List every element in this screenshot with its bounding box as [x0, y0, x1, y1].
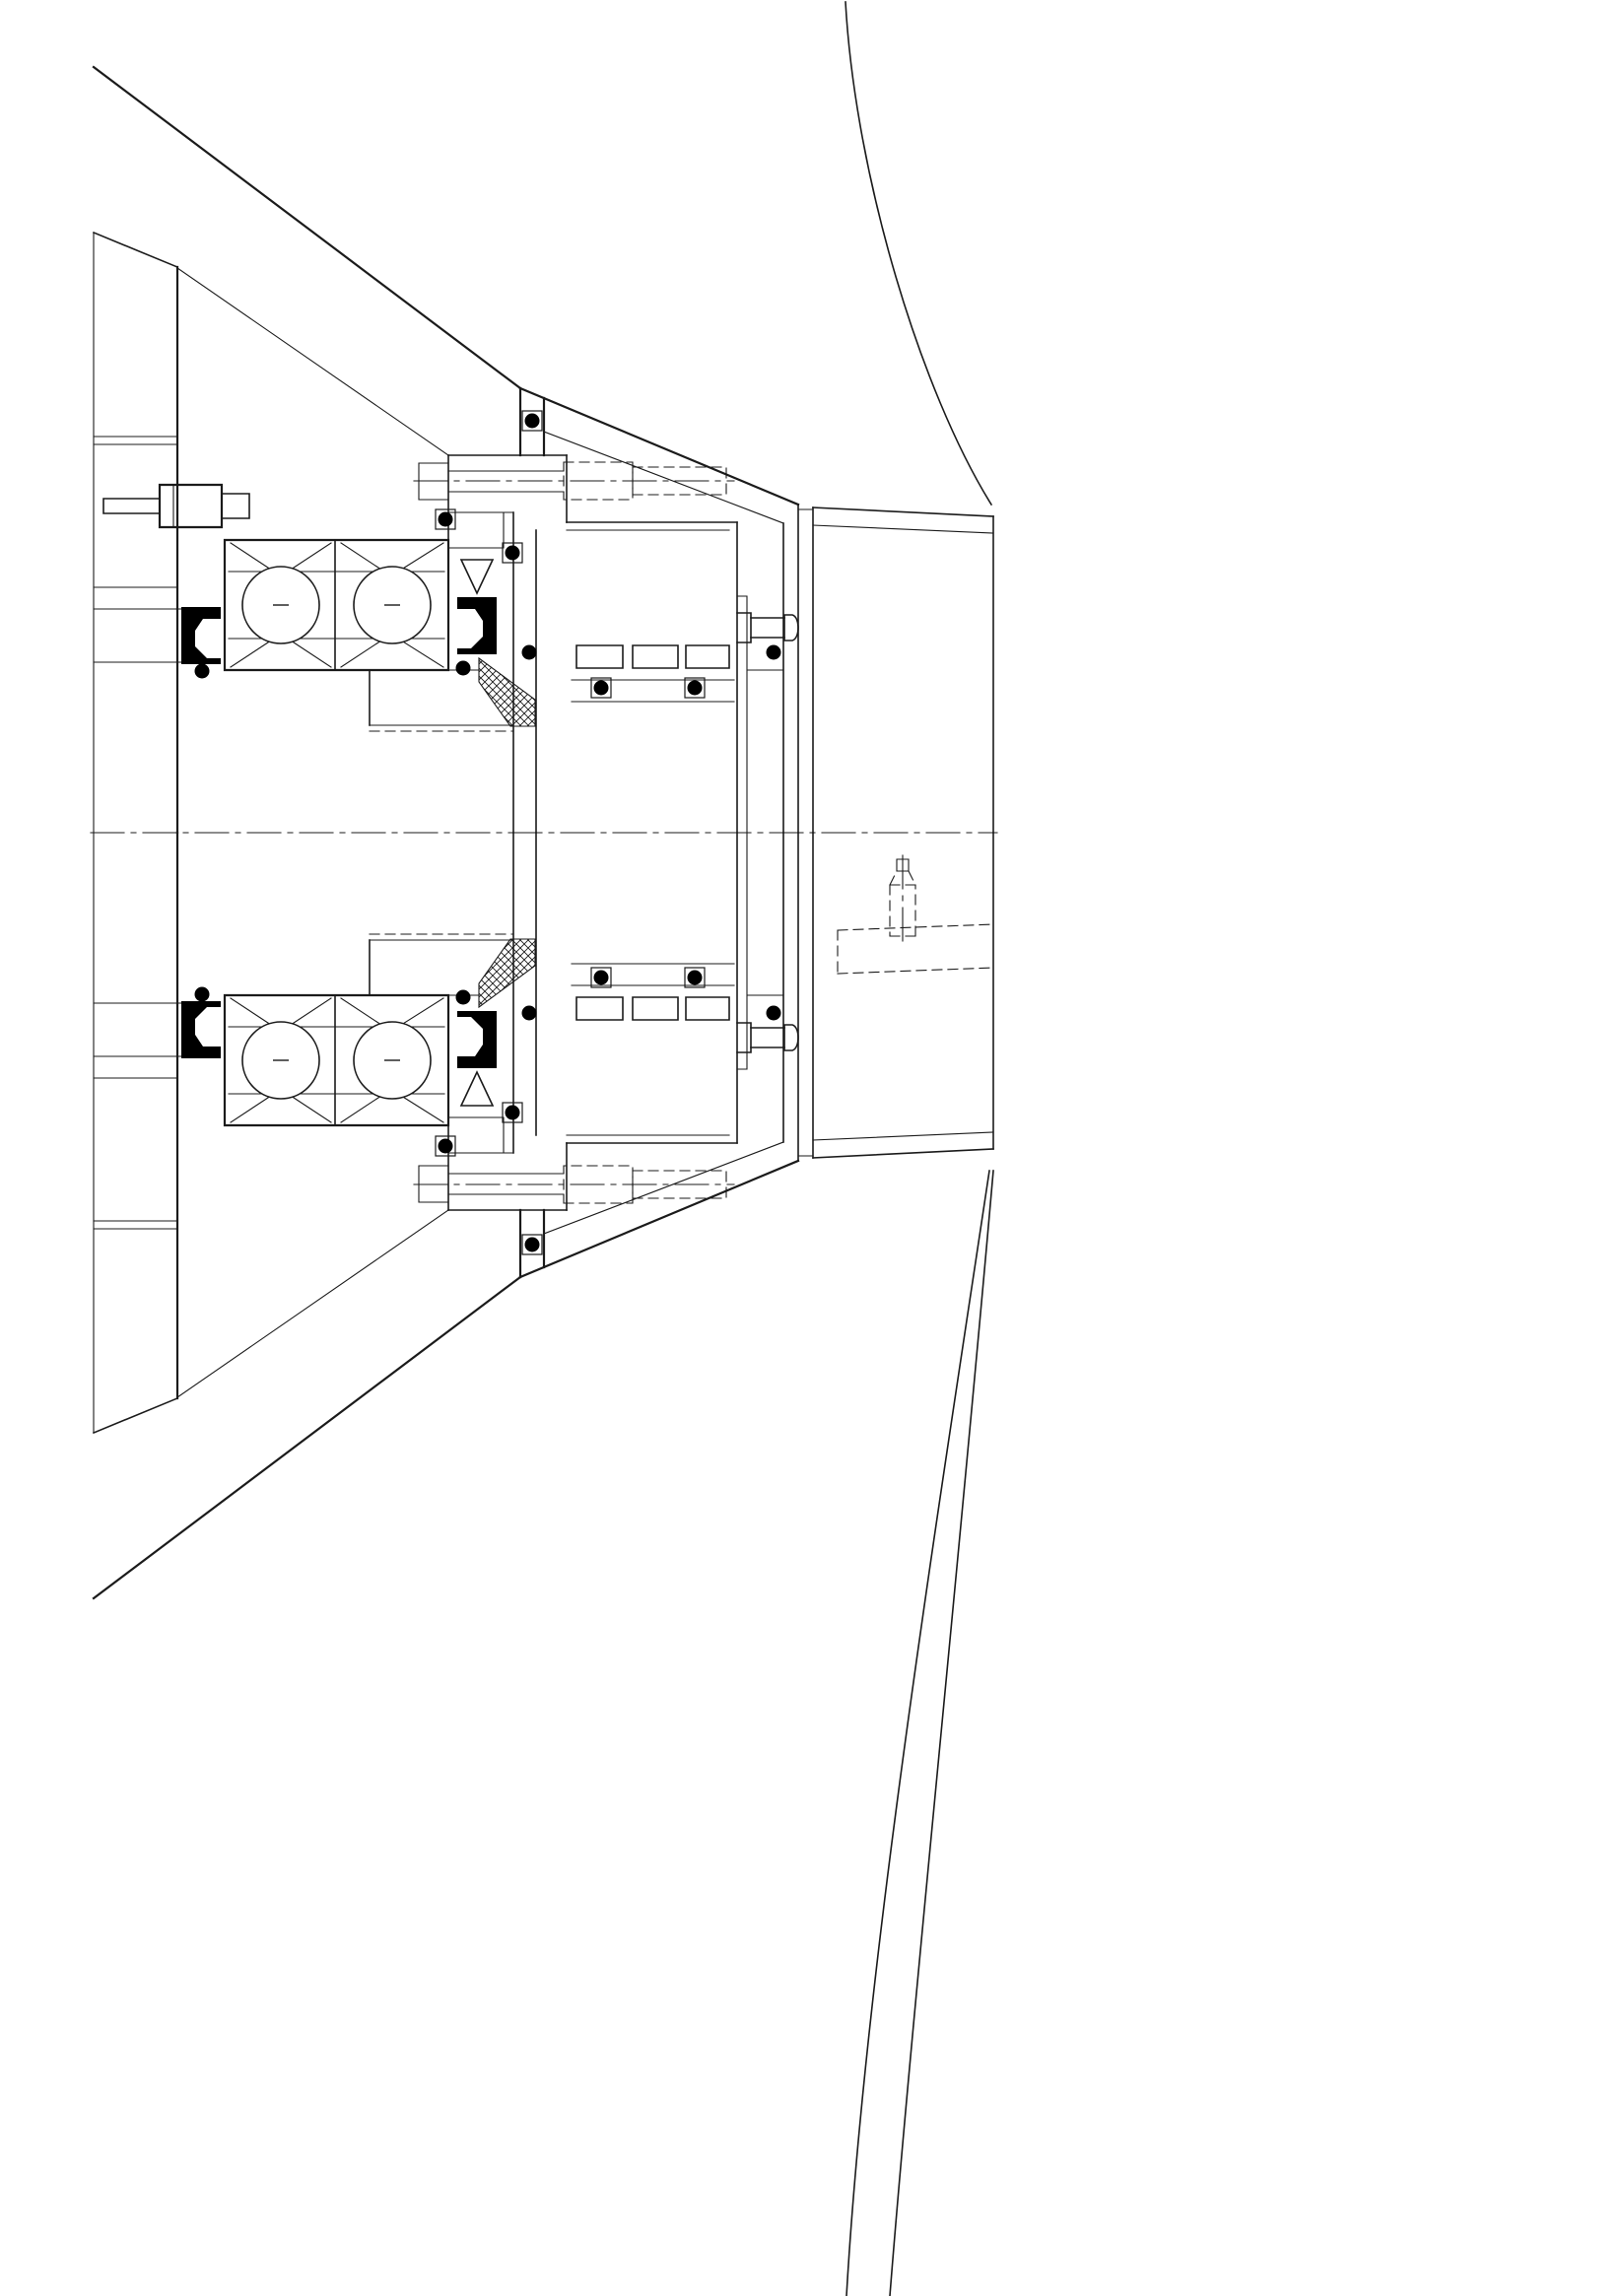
shell-top-curve	[845, 1, 993, 506]
axle-tube	[369, 511, 537, 834]
hidden-slot-band	[837, 923, 994, 975]
outer-shell-lines	[92, 65, 800, 835]
outer-wall-lines	[782, 504, 799, 834]
bearing-cage-lines	[230, 542, 444, 668]
o-ring-dot	[505, 545, 520, 561]
seal-inner	[457, 597, 497, 654]
left-bolt	[102, 483, 250, 529]
o-ring-dot	[593, 680, 609, 696]
spline-rib	[685, 644, 730, 669]
bearing-balls-and-o-rings	[194, 410, 781, 699]
fork-blade-curves	[845, 1170, 994, 2296]
disc-box	[797, 506, 994, 834]
o-ring-dot	[438, 511, 453, 527]
hub-flange	[413, 386, 735, 549]
radial-seals	[181, 597, 497, 664]
o-ring-groove-box	[684, 677, 706, 699]
o-ring-dot	[524, 413, 540, 429]
o-ring-groove-box	[590, 677, 612, 699]
left-bolt-stub	[221, 493, 250, 519]
o-ring-dot	[521, 644, 537, 660]
o-ring-dot	[766, 644, 781, 660]
carrier-stud-shaft	[750, 617, 785, 639]
o-ring-groove-box	[435, 508, 456, 530]
lower-half-assembly-mirror	[92, 831, 995, 1600]
upper-half-assembly	[92, 65, 994, 835]
o-ring-groove-box	[521, 410, 543, 432]
o-ring-dot	[194, 663, 210, 679]
o-ring-groove-box	[502, 542, 523, 564]
carrier-stud-tip	[783, 614, 799, 642]
stud-tip	[896, 858, 910, 872]
valve-stud	[837, 854, 994, 975]
o-ring-dot	[455, 660, 471, 676]
grease-funnel	[459, 559, 495, 595]
spline-rib	[575, 644, 624, 669]
hidden-bolt-shank	[632, 466, 727, 496]
carrier-stud-washer	[736, 612, 752, 643]
rotor-carrier	[566, 521, 799, 834]
o-ring-dot	[687, 680, 703, 696]
left-bolt-hex	[158, 483, 224, 529]
seal-left	[181, 607, 221, 664]
spline-rib	[632, 644, 679, 669]
hatch-wedge	[478, 656, 536, 727]
left-bolt-shaft	[102, 498, 161, 514]
